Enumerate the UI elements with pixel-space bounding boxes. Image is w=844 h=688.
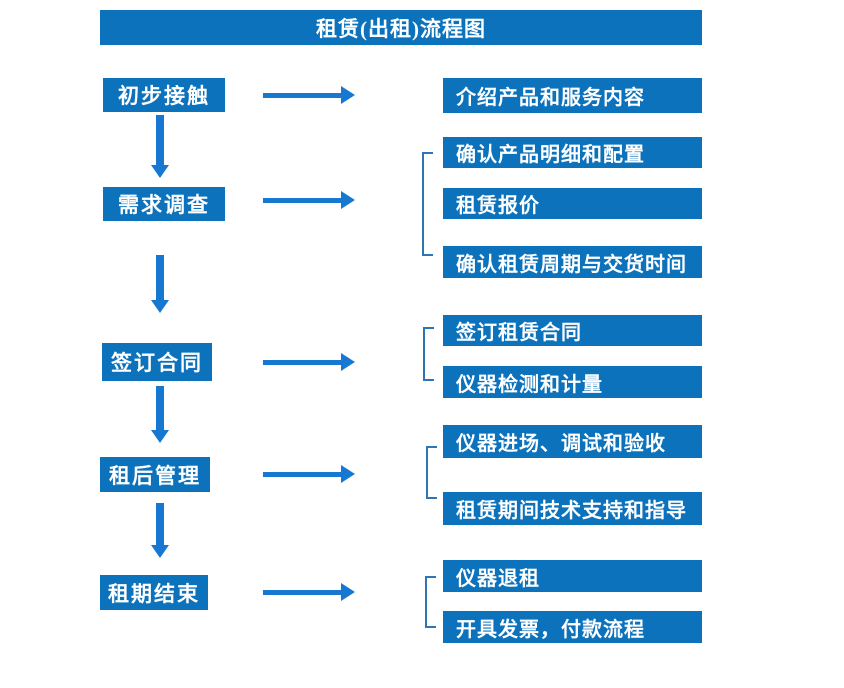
arrow-right-2-shaft <box>263 198 341 203</box>
group-bracket-sign-contract <box>423 327 434 381</box>
arrow-right-3-head <box>341 353 355 371</box>
arrow-down-1-head <box>151 165 169 178</box>
arrow-right-4-shaft <box>263 472 341 477</box>
stage-box-sign-contract: 签订合同 <box>102 343 212 381</box>
arrow-right-5-head <box>341 583 355 601</box>
arrow-down-2-head <box>151 300 169 313</box>
arrow-right-1-shaft <box>263 93 341 98</box>
arrow-right-2-head <box>341 191 355 209</box>
arrow-down-4-head <box>151 545 169 558</box>
output-box-instrument-return: 仪器退租 <box>443 560 702 592</box>
arrow-right-4-head <box>341 465 355 483</box>
stage-box-initial-contact: 初步接触 <box>103 78 225 112</box>
group-bracket-post-rental <box>426 446 437 499</box>
output-box-sign-rental-contract: 签订租赁合同 <box>443 315 702 346</box>
output-box-instrument-entry: 仪器进场、调试和验收 <box>443 425 702 458</box>
arrow-down-3-head <box>151 430 169 443</box>
output-box-confirm-period: 确认租赁周期与交货时间 <box>443 246 702 278</box>
output-box-tech-support: 租赁期间技术支持和指导 <box>443 492 702 525</box>
arrow-right-5-shaft <box>263 590 341 595</box>
group-bracket-rental-end <box>425 576 436 628</box>
output-box-instrument-testing: 仪器检测和计量 <box>443 366 702 398</box>
arrow-down-3-shaft <box>156 386 164 430</box>
output-box-rental-quote: 租赁报价 <box>443 188 702 219</box>
stage-box-rental-end: 租期结束 <box>100 575 208 610</box>
arrow-down-4-shaft <box>156 503 164 545</box>
output-box-introduce-products: 介绍产品和服务内容 <box>443 78 702 113</box>
arrow-right-3-shaft <box>263 360 341 365</box>
group-bracket-demand-survey <box>422 152 433 256</box>
stage-box-post-rental: 租后管理 <box>100 457 210 492</box>
flowchart-title: 租赁(出租)流程图 <box>100 10 702 45</box>
output-box-invoice-payment: 开具发票，付款流程 <box>443 611 702 643</box>
arrow-down-2-shaft <box>156 255 164 300</box>
arrow-right-1-head <box>341 86 355 104</box>
stage-box-demand-survey: 需求调查 <box>103 187 225 221</box>
arrow-down-1-shaft <box>156 115 164 165</box>
output-box-confirm-details: 确认产品明细和配置 <box>443 137 702 168</box>
